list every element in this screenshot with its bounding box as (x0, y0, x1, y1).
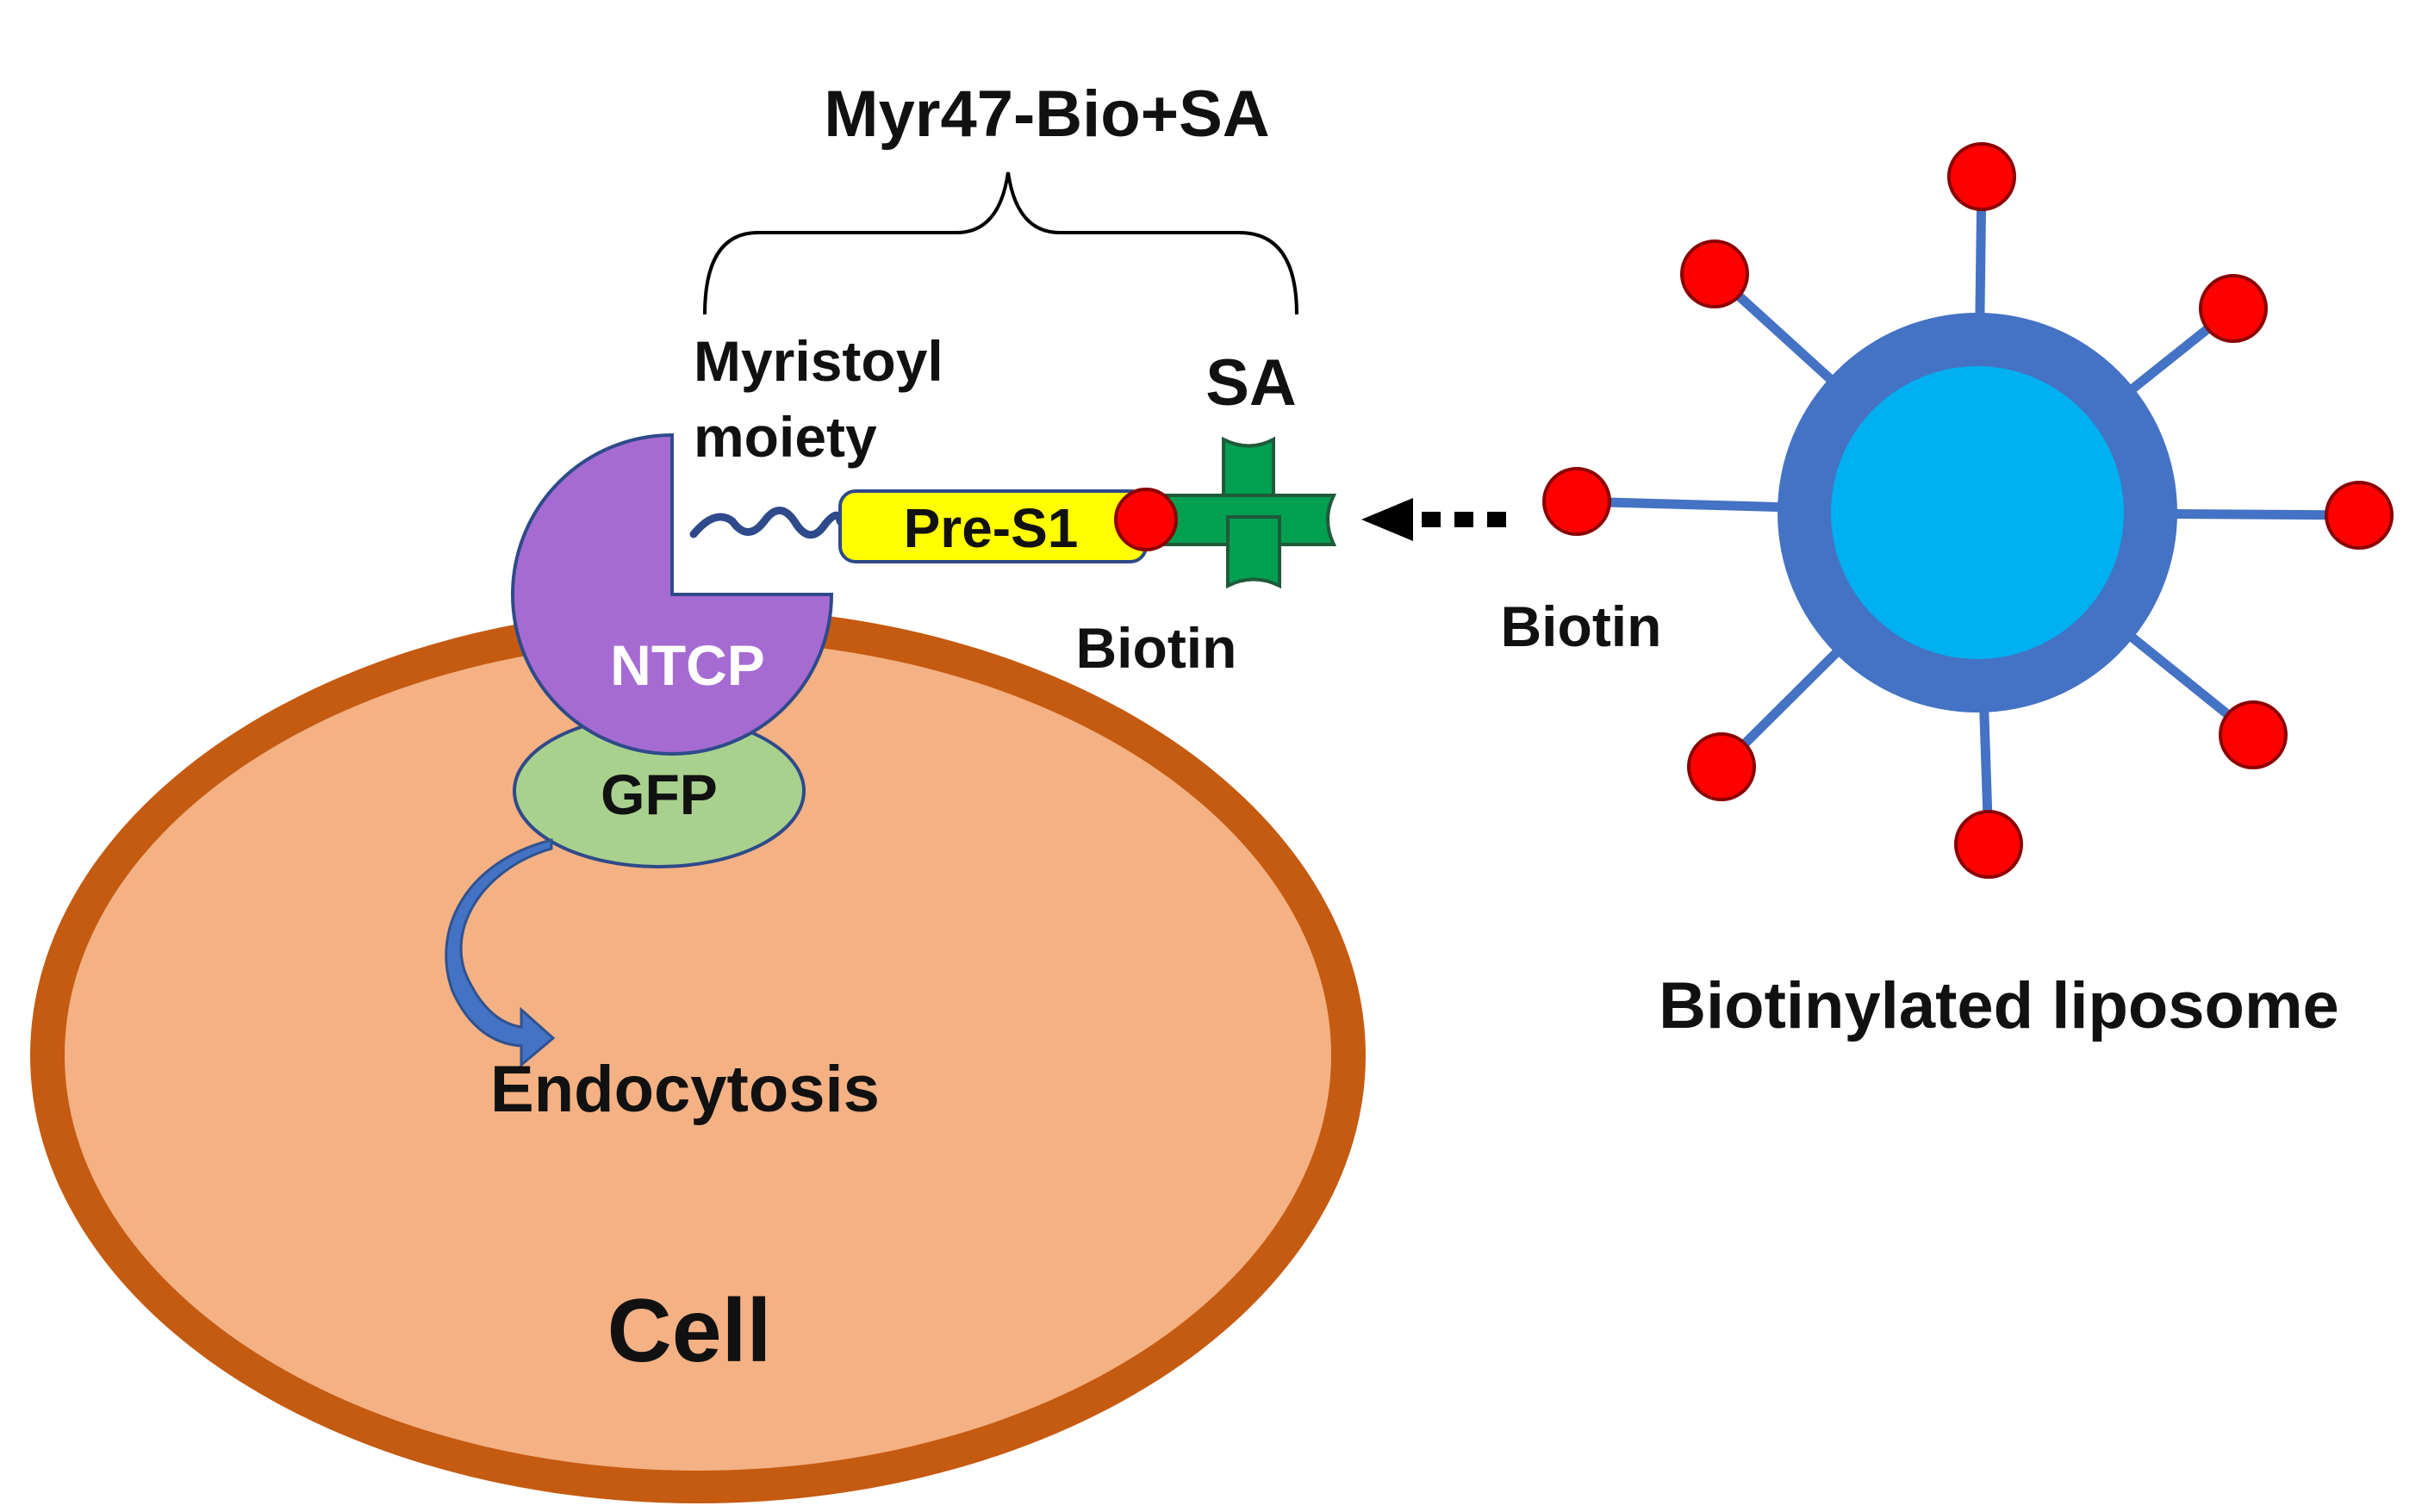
myristoyl-label-line2: moiety (694, 405, 877, 469)
biotin-dot (2219, 700, 2288, 769)
biotin-left-label: Biotin (1076, 616, 1237, 680)
biotin-dot (1114, 488, 1178, 551)
liposome: Biotinylated liposome (1542, 142, 2394, 1042)
biotin-left: Biotin (1076, 488, 1237, 680)
sa-vertical-top (1222, 436, 1275, 497)
gfp: GFP (513, 713, 806, 868)
complex-label: Myr47-Bio+SA (824, 78, 1269, 151)
sa-vertical-bottom (1226, 515, 1281, 589)
pre-s1: Pre-S1 (838, 489, 1148, 563)
binding-arrowhead (1361, 498, 1413, 541)
sa-label: SA (1205, 346, 1297, 420)
myristoyl-chain (689, 507, 844, 539)
gfp-label: GFP (601, 762, 718, 826)
endocytosis-label: Endocytosis (490, 1053, 880, 1126)
cell: Cell (30, 607, 1366, 1503)
ntcp: NTCP (511, 432, 834, 756)
binding-dash-3 (1487, 512, 1506, 527)
biotin-dot (2325, 481, 2394, 550)
myristoyl-label-line1: Myristoyl (694, 329, 943, 393)
biotin-right-label: Biotin (1501, 594, 1662, 658)
cell-label: Cell (607, 1281, 772, 1381)
curly-brace (703, 171, 1298, 315)
ntcp-label: NTCP (610, 633, 765, 697)
binding-dash-1 (1422, 512, 1441, 527)
pre-s1-label: Pre-S1 (904, 497, 1079, 559)
liposome-label: Biotinylated liposome (1659, 969, 2339, 1042)
biotin-dot (1542, 467, 1611, 536)
binding-arrow (1361, 498, 1506, 541)
biotin-dot (1947, 142, 2016, 211)
biotin-dot (1687, 732, 1756, 801)
binding-dash-2 (1454, 512, 1473, 527)
endocytosis-arrow-shape (445, 838, 556, 1068)
ntcp-shape (511, 432, 834, 756)
liposome-biotins (1542, 142, 2394, 879)
complex-bracket: Myr47-Bio+SA (703, 78, 1298, 315)
biotin-dot (1680, 240, 1749, 308)
biotin-dot (2199, 274, 2268, 343)
endocytosis-arrow: Endocytosis (445, 838, 880, 1126)
myristoyl-moiety: Myristoyl moiety (689, 329, 943, 539)
cell-interior (65, 640, 1331, 1471)
biotin-dot (1954, 810, 2023, 879)
streptavidin: SA (1153, 346, 1337, 589)
liposome-core (1831, 366, 2124, 659)
